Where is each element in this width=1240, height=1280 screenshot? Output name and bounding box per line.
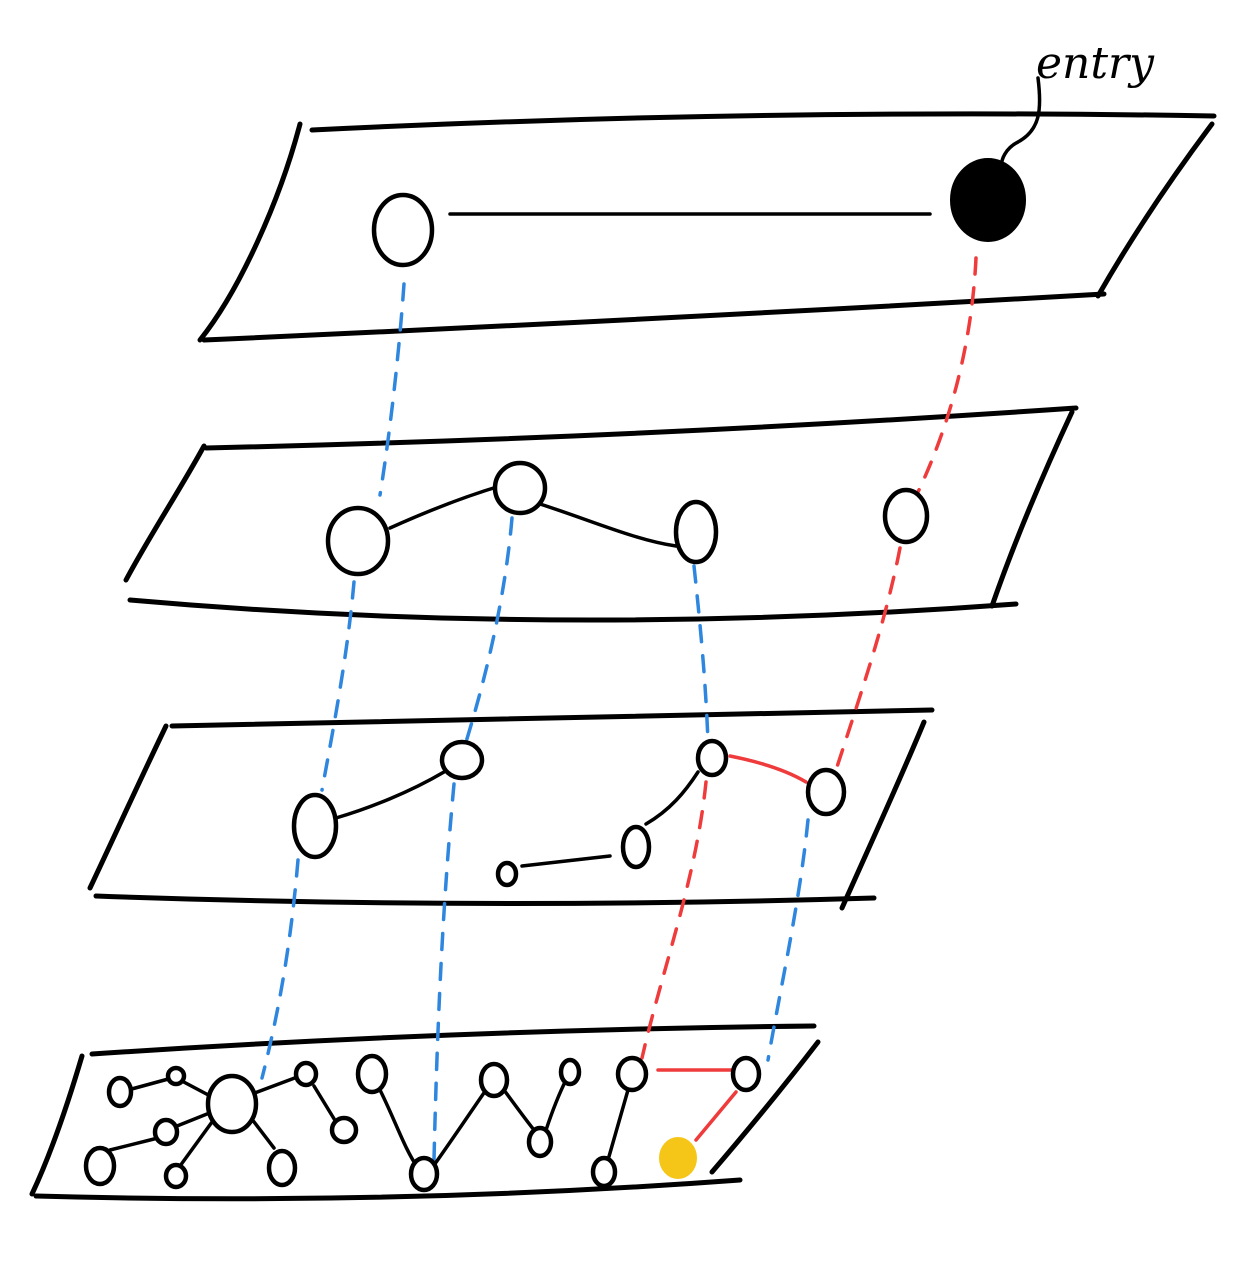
node bbox=[526, 1125, 554, 1159]
node bbox=[620, 824, 652, 870]
node bbox=[266, 1148, 298, 1188]
edge bbox=[250, 1074, 302, 1096]
edge bbox=[388, 484, 502, 530]
node bbox=[291, 792, 339, 860]
edge bbox=[108, 1136, 160, 1152]
node bbox=[558, 1057, 582, 1087]
blue-link-l3-l2-a bbox=[378, 282, 406, 497]
entry-leader-line bbox=[999, 76, 1042, 170]
node bbox=[165, 1065, 187, 1087]
node bbox=[152, 1117, 180, 1147]
entry-label: entry bbox=[1036, 38, 1155, 89]
edge bbox=[538, 502, 678, 548]
blue-link-l2-l1-c bbox=[692, 564, 710, 744]
layer-1-plane bbox=[87, 707, 935, 911]
node bbox=[805, 767, 847, 817]
node bbox=[355, 1053, 389, 1095]
layer-0-graph bbox=[83, 1053, 762, 1193]
blue-link-l2-l1-a bbox=[320, 580, 356, 792]
edge bbox=[520, 854, 612, 868]
node bbox=[730, 1055, 762, 1093]
entry-annotation: entry bbox=[999, 38, 1155, 170]
node bbox=[106, 1075, 134, 1109]
target-node bbox=[659, 1137, 697, 1179]
blue-link-l1-l0-b bbox=[432, 782, 456, 1162]
edge bbox=[544, 1078, 568, 1132]
node bbox=[615, 1055, 649, 1093]
edge bbox=[606, 1088, 630, 1162]
edge-red bbox=[728, 754, 808, 784]
node bbox=[205, 1073, 259, 1135]
node bbox=[673, 499, 719, 565]
node bbox=[329, 1115, 359, 1145]
node bbox=[882, 487, 930, 545]
node bbox=[695, 738, 729, 778]
edge bbox=[430, 1088, 488, 1170]
layer-3-graph bbox=[371, 158, 1026, 268]
blue-vertical-links bbox=[260, 282, 810, 1162]
node bbox=[325, 505, 391, 577]
layer-2-plane bbox=[123, 405, 1079, 623]
blue-link-l1-l0-c bbox=[766, 818, 810, 1062]
node bbox=[478, 1061, 510, 1099]
edge bbox=[126, 1076, 174, 1092]
node bbox=[408, 1155, 440, 1193]
red-link-l1-l0 bbox=[640, 780, 708, 1060]
edge bbox=[378, 1088, 420, 1170]
edge bbox=[170, 1110, 214, 1130]
layer-0-plane bbox=[29, 1023, 821, 1202]
red-link-l2-l1 bbox=[834, 546, 902, 772]
layer-3-plane bbox=[197, 111, 1217, 343]
layer-1-graph bbox=[291, 738, 847, 888]
red-vertical-links bbox=[640, 256, 978, 1060]
edge bbox=[312, 1084, 338, 1124]
red-link-l3-l2 bbox=[916, 256, 978, 494]
edge bbox=[178, 1120, 214, 1168]
node bbox=[439, 739, 485, 781]
layer-2-graph bbox=[325, 460, 930, 577]
edge bbox=[334, 770, 446, 820]
node bbox=[371, 192, 435, 268]
node bbox=[293, 1060, 319, 1088]
node bbox=[163, 1162, 189, 1190]
entry-node bbox=[950, 158, 1026, 242]
edge-red bbox=[694, 1090, 738, 1142]
blue-link-l1-l0-a bbox=[260, 858, 300, 1080]
blue-link-l2-l1-b bbox=[464, 516, 514, 744]
node bbox=[83, 1145, 117, 1187]
node bbox=[590, 1155, 618, 1189]
node bbox=[495, 860, 519, 888]
edge bbox=[502, 1088, 536, 1132]
edge bbox=[644, 770, 700, 826]
node bbox=[492, 460, 548, 516]
